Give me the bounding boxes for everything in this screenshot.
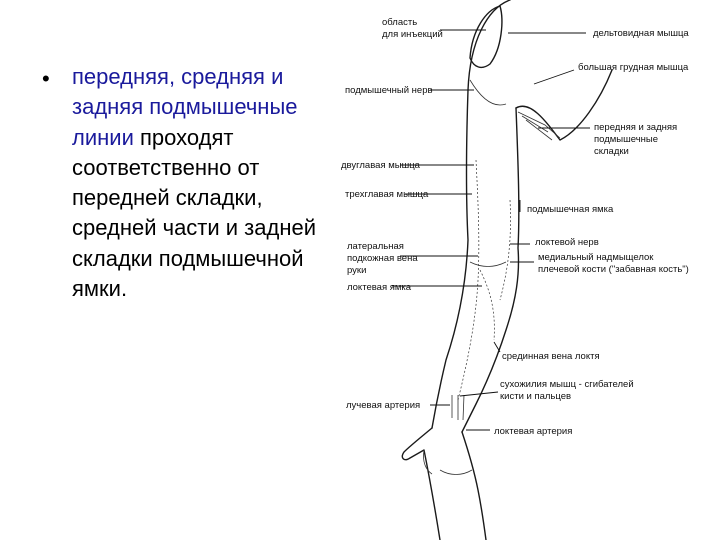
hand-outline-medial [462,432,486,540]
leader-flexor-tendons [460,392,498,396]
palm-crease [440,470,472,475]
arm-outline-shoulder [468,0,510,90]
hand-outline [402,428,440,540]
elbow-crease [470,262,506,267]
label-axillary-fossa: подмышечная ямка [527,204,614,215]
label-cubital-fossa: локтевая ямка [347,282,412,293]
axillary-fold-shade [518,112,560,140]
tendon-lines [452,395,464,420]
label-injection-area-1: область [382,17,417,28]
label-triceps: трехглавая мышца [345,189,429,200]
leader-median-cubital-vein [494,342,500,352]
label-axillary-folds-2: подмышечные [594,134,658,145]
arm-outline-lateral [432,90,468,428]
label-axillary-nerve: подмышечный нерв [345,85,433,96]
label-cephalic-vein-3: руки [347,265,366,276]
median-cubital-vein-path [480,270,494,340]
label-axillary-folds-1: передняя и задняя [594,122,677,133]
label-radial-artery: лучевая артерия [346,400,420,411]
label-injection-area-2: для инъекций [382,29,443,40]
cephalic-vein-path [458,160,479,400]
label-medial-epicondyle-2: плечевой кости ("забавная кость") [538,264,689,275]
diagram-labels: область для инъекций дельтовидная мышца … [341,17,689,437]
deltoid-contour [470,80,506,105]
label-medial-epicondyle-1: медиальный надмыщелок [538,252,654,263]
label-median-cubital-vein: срединная вена локтя [502,351,600,362]
label-ulnar-artery: локтевая артерия [494,426,572,437]
label-ulnar-nerve: локтевой нерв [535,237,599,248]
label-biceps: двуглавая мышца [341,160,421,171]
injection-area-outline [470,6,502,67]
label-cephalic-vein-1: латеральная [347,241,404,252]
label-pectoralis-major: большая грудная мышца [578,62,689,73]
label-deltoid: дельтовидная мышца [593,28,689,39]
label-axillary-folds-3: складки [594,146,629,157]
leader-pectoralis [534,70,574,84]
label-flexor-tendons-1: сухожилия мышц - сгибателей [500,379,634,390]
basilic-vein-path [500,200,511,300]
label-cephalic-vein-2: подкожная вена [347,253,418,264]
label-flexor-tendons-2: кисти и пальцев [500,391,571,402]
